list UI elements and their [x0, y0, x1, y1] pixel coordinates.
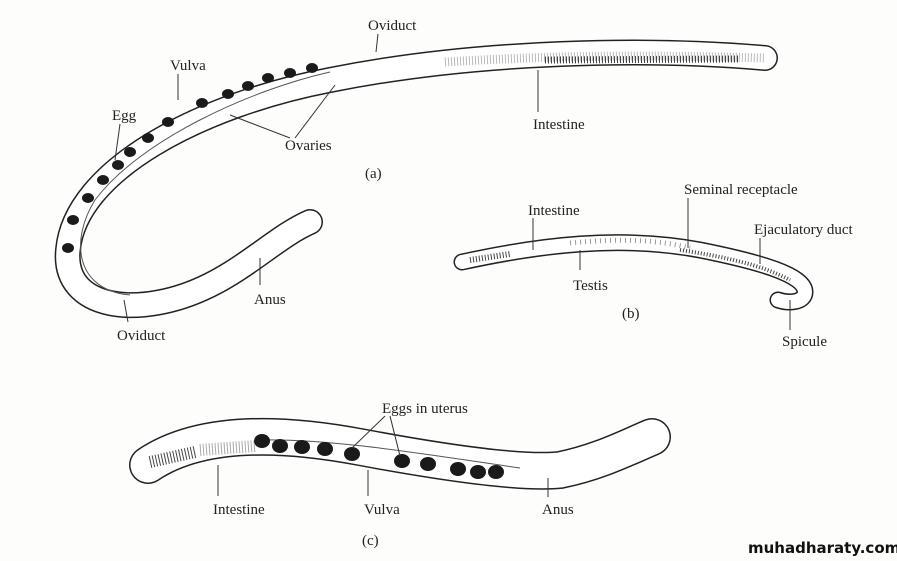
label-a-oviduct-top: Oviduct	[368, 18, 417, 34]
egg-icon	[242, 81, 254, 91]
egg-icon	[162, 117, 174, 127]
label-b-spicule: Spicule	[782, 334, 827, 350]
egg-icon	[67, 215, 79, 225]
label-c-anus: Anus	[542, 502, 574, 518]
label-a-oviduct-bottom: Oviduct	[117, 328, 166, 344]
label-a-vulva: Vulva	[170, 58, 206, 74]
egg-icon	[124, 147, 136, 157]
label-b-ejaculatory-duct: Ejaculatory duct	[754, 222, 854, 238]
caption-b: (b)	[622, 306, 640, 322]
egg-icon	[294, 440, 310, 454]
egg-icon	[82, 193, 94, 203]
egg-icon	[262, 73, 274, 83]
egg-icon	[284, 68, 296, 78]
worm-a-female	[54, 39, 778, 319]
watermark: muhadharaty.com	[748, 539, 897, 557]
egg-icon	[142, 133, 154, 143]
eggs-a	[62, 63, 318, 253]
egg-icon	[97, 175, 109, 185]
label-b-intestine: Intestine	[528, 203, 580, 219]
egg-icon	[420, 457, 436, 471]
egg-icon	[306, 63, 318, 73]
egg-icon	[112, 160, 124, 170]
egg-icon	[254, 434, 270, 448]
egg-icon	[317, 442, 333, 456]
egg-icon	[394, 454, 410, 468]
egg-icon	[272, 439, 288, 453]
egg-icon	[450, 462, 466, 476]
egg-icon	[470, 465, 486, 479]
worm-b-male	[453, 234, 814, 311]
eggs-c	[254, 434, 504, 479]
worm-c-female	[129, 417, 671, 490]
label-c-intestine: Intestine	[213, 502, 265, 518]
egg-icon	[196, 98, 208, 108]
egg-icon	[222, 89, 234, 99]
label-c-vulva: Vulva	[364, 502, 400, 518]
leader-lines	[114, 33, 791, 497]
egg-icon	[62, 243, 74, 253]
egg-icon	[488, 465, 504, 479]
label-a-egg: Egg	[112, 108, 137, 124]
egg-icon	[344, 447, 360, 461]
caption-c: (c)	[362, 533, 379, 549]
label-b-seminal-receptacle: Seminal receptacle	[684, 182, 798, 198]
label-a-anus: Anus	[254, 292, 286, 308]
label-a-intestine: Intestine	[533, 117, 585, 133]
label-c-eggs-in-uterus: Eggs in uterus	[382, 401, 468, 417]
label-a-ovaries: Ovaries	[285, 138, 332, 154]
caption-a: (a)	[365, 166, 382, 182]
label-b-testis: Testis	[573, 278, 608, 294]
